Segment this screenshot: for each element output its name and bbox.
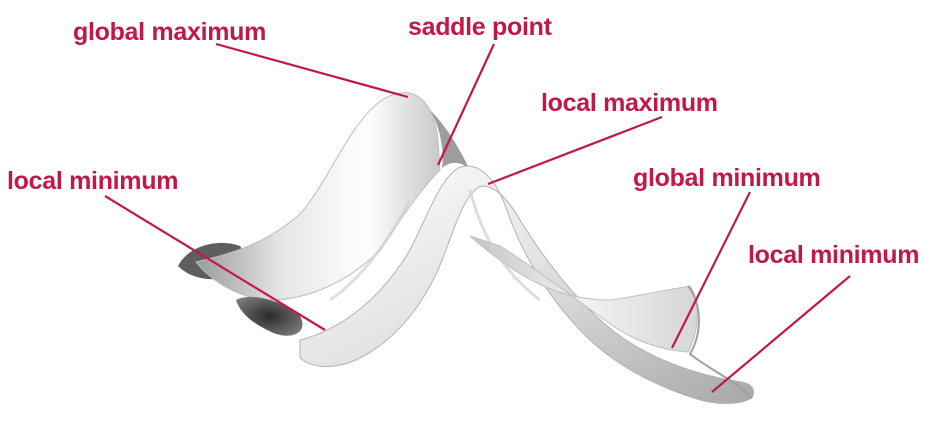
surface-left-basin xyxy=(236,297,303,336)
label-global-maximum: global maximum xyxy=(73,18,266,46)
leader-line-saddle-point xyxy=(438,44,494,165)
leader-line-global-minimum xyxy=(672,192,750,348)
label-local-minimum-left: local minimum xyxy=(7,167,178,195)
label-global-minimum: global minimum xyxy=(633,164,820,192)
surface-right-tail xyxy=(470,236,697,352)
label-saddle-point: saddle point xyxy=(408,13,553,41)
label-local-maximum: local maximum xyxy=(541,89,718,117)
leader-line-global-maximum xyxy=(216,44,408,97)
label-local-minimum-right: local minimum xyxy=(748,241,919,269)
leader-line-local-minimum-right xyxy=(712,276,850,392)
